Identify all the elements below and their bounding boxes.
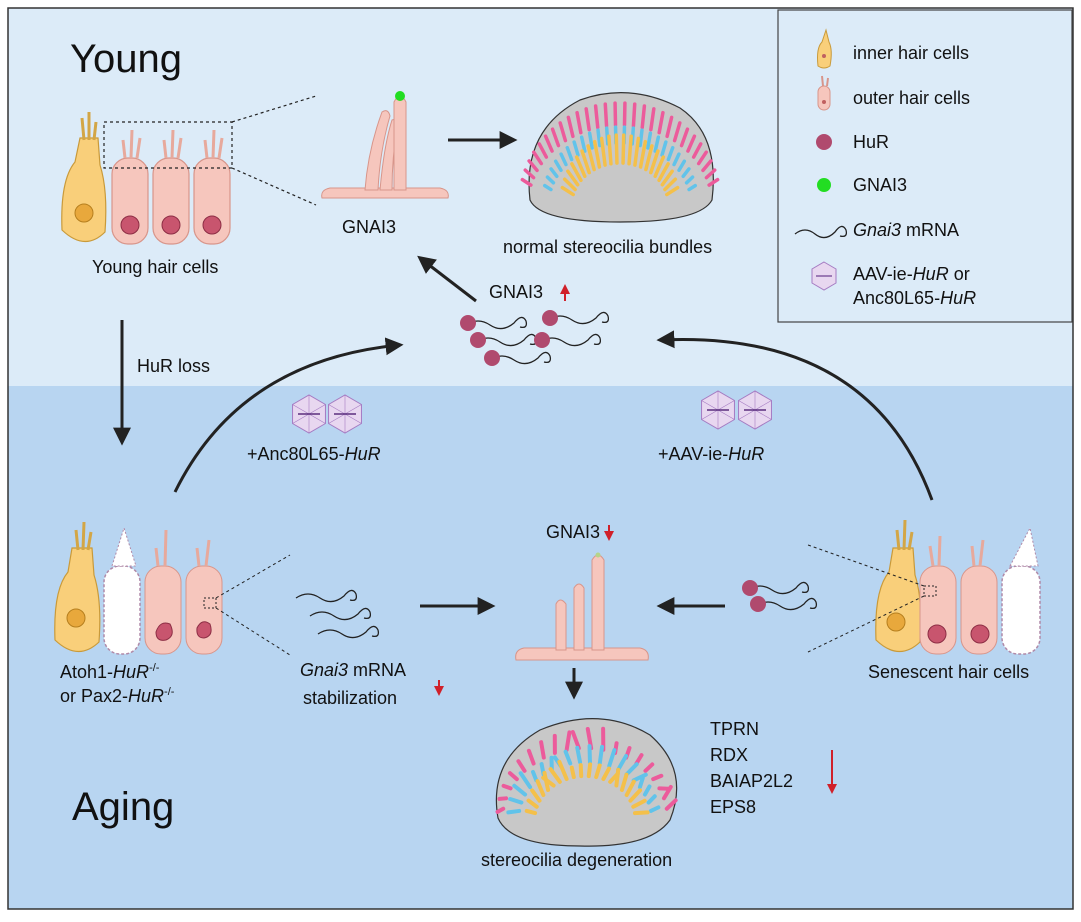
protein-item: RDX	[710, 745, 748, 765]
young-hair-cells-label: Young hair cells	[92, 257, 218, 277]
gnai3-up-label: GNAI3	[489, 282, 543, 302]
gnai3-down-label: GNAI3	[546, 522, 600, 542]
legend-outer-hair-cells: outer hair cells	[853, 88, 970, 108]
ko-label-line1: Atoh1-HuR-/-	[60, 662, 160, 682]
legend-hur: HuR	[853, 132, 889, 152]
stabilization-label: stabilization	[303, 688, 397, 708]
young-title: Young	[70, 37, 182, 81]
legend-gnai3: GNAI3	[853, 175, 907, 195]
gnai3-legend-icon	[817, 178, 831, 192]
normal-bundle-label: normal stereocilia bundles	[503, 237, 712, 257]
protein-item: EPS8	[710, 797, 756, 817]
aging-title: Aging	[72, 785, 174, 829]
legend-gnai3-mrna: Gnai3 mRNA	[853, 220, 959, 240]
legend: inner hair cells outer hair cells HuR GN…	[778, 10, 1072, 322]
senescent-label: Senescent hair cells	[868, 662, 1029, 682]
legend-aav-line2: Anc80L65-HuR	[853, 288, 976, 308]
gnai3-weak-tip	[596, 553, 601, 558]
young-gnai3-label: GNAI3	[342, 217, 396, 237]
mrna-label: Gnai3 mRNA	[300, 660, 406, 680]
legend-inner-hair-cells: inner hair cells	[853, 43, 969, 63]
anc80-label: +Anc80L65-HuR	[247, 444, 381, 464]
protein-item: TPRN	[710, 719, 759, 739]
hur-legend-icon	[816, 134, 832, 150]
degeneration-label: stereocilia degeneration	[481, 850, 672, 870]
hur-loss-label: HuR loss	[137, 356, 210, 376]
protein-item: BAIAP2L2	[710, 771, 793, 791]
gnai3-tip-dot	[395, 91, 405, 101]
legend-aav-line1: AAV-ie-HuR or	[853, 264, 970, 284]
aav-ie-label: +AAV-ie-HuR	[658, 444, 764, 464]
ko-label-line2: or Pax2-HuR-/-	[60, 686, 175, 706]
